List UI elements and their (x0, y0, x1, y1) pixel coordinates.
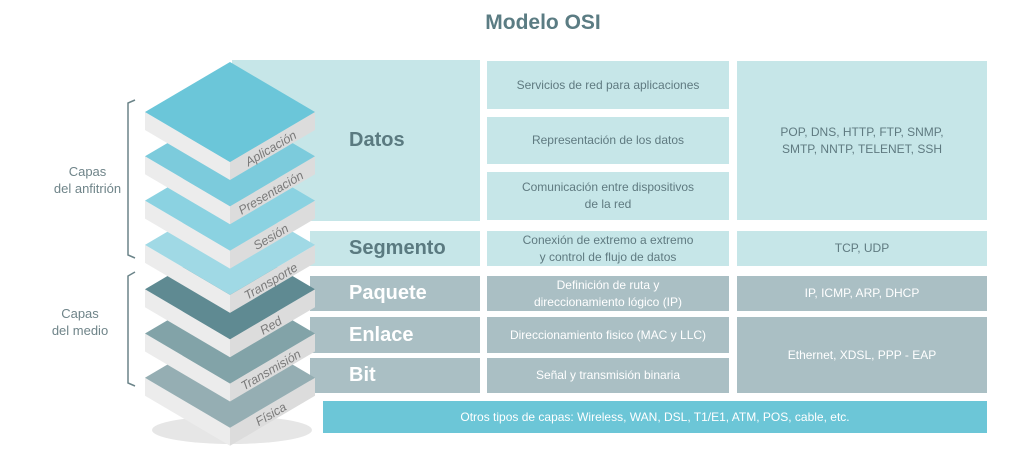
layer-right-face (230, 244, 315, 313)
unit-enlace: Enlace (310, 317, 480, 353)
bracket-media (127, 271, 136, 387)
layer-right-face (230, 112, 315, 180)
unit-paquete: Paquete (310, 276, 480, 311)
unit-bit: Bit (310, 358, 480, 393)
layer-left-face (145, 112, 230, 180)
function-cell: Definición de ruta y direccionamiento ló… (487, 276, 729, 311)
bracket-host (127, 99, 136, 259)
layer-left-face (145, 200, 230, 269)
layer-left-face (145, 244, 230, 313)
layer-left-face (145, 289, 230, 358)
layer-right-face (230, 289, 315, 358)
function-cell: Comunicación entre dispositivos de la re… (487, 172, 729, 220)
protocols-network: IP, ICMP, ARP, DHCP (737, 276, 987, 311)
layer-top-face (145, 62, 315, 162)
function-cell: Representación de los datos (487, 117, 729, 164)
group-label-media: Capas del medio (51, 306, 109, 338)
layer-left-face (145, 377, 230, 446)
unit-segmento: Segmento (310, 231, 480, 266)
layer-left-face (145, 156, 230, 225)
function-cell: Conexión de extremo a extremo y control … (487, 231, 729, 266)
layer-right-face (230, 200, 315, 269)
page-title: Modelo OSI (485, 11, 601, 34)
layer-right-face (230, 377, 315, 446)
layer-right-face (230, 156, 315, 225)
function-cell: Direccionamiento fisico (MAC y LLC) (487, 317, 729, 353)
function-cell: Señal y transmisión binaria (487, 358, 729, 393)
layer-0: Aplicación (145, 62, 315, 180)
protocols-transport: TCP, UDP (737, 231, 987, 266)
protocols-link: Ethernet, XDSL, PPP - EAP (737, 317, 987, 393)
other-layers-bar: Otros tipos de capas: Wireless, WAN, DSL… (323, 401, 987, 433)
group-label-host: Capas del anfitrión (53, 164, 122, 196)
protocols-upper: POP, DNS, HTTP, FTP, SNMP, SMTP, NNTP, T… (737, 61, 987, 220)
layer-left-face (145, 333, 230, 402)
function-cell: Servicios de red para aplicaciones (487, 61, 729, 109)
layer-right-face (230, 333, 315, 402)
